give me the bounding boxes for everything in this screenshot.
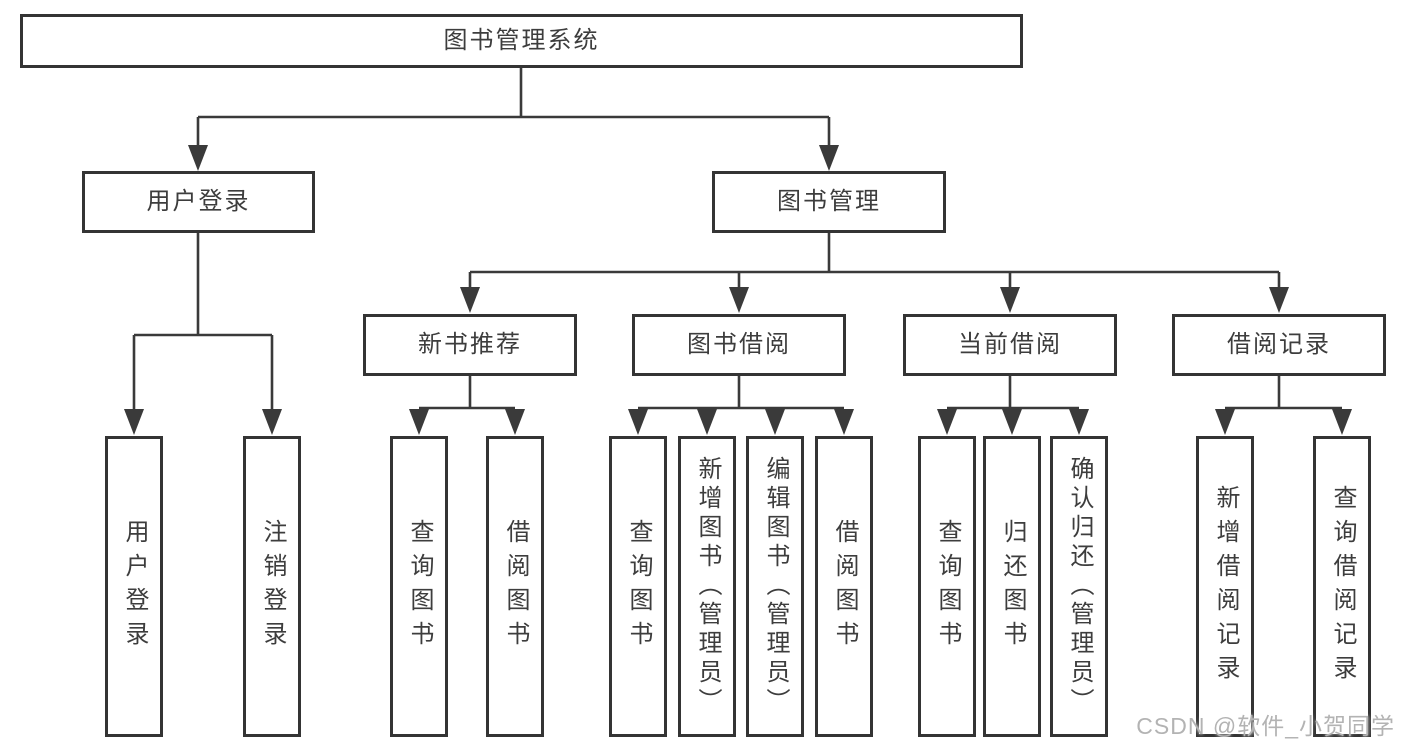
node-label: 查询图书 [625, 518, 652, 655]
leaf-borrow-books-recommend: 借阅图书 [486, 436, 544, 737]
node-label: 新增图书（管理员） [694, 456, 721, 717]
leaf-query-borrow-record: 查询借阅记录 [1313, 436, 1371, 737]
node-label: 查询图书 [406, 518, 433, 655]
node-label: 查询图书 [934, 518, 961, 655]
leaf-return-books: 归还图书 [983, 436, 1041, 737]
node-label: 图书管理系统 [443, 27, 600, 54]
node-label: 归还图书 [999, 518, 1026, 655]
node-label: 查询借阅记录 [1329, 484, 1356, 689]
leaf-borrow-books: 借阅图书 [815, 436, 873, 737]
node-label: 借阅图书 [502, 518, 529, 655]
leaf-query-books-current: 查询图书 [918, 436, 976, 737]
node-user-login: 用户登录 [82, 171, 315, 233]
node-label: 借阅图书 [831, 518, 858, 655]
leaf-logout-login: 注销登录 [243, 436, 301, 737]
node-library-management-system: 图书管理系统 [20, 14, 1023, 68]
node-label: 编辑图书（管理员） [762, 456, 789, 717]
leaf-add-borrow-record: 新增借阅记录 [1196, 436, 1254, 737]
csdn-watermark: CSDN @软件_小贺同学 [1136, 713, 1395, 739]
node-label: 用户登录 [121, 518, 148, 655]
node-label: 借阅记录 [1227, 331, 1331, 358]
node-label: 图书借阅 [687, 331, 791, 358]
leaf-query-books-borrow: 查询图书 [609, 436, 667, 737]
node-current-borrow: 当前借阅 [903, 314, 1117, 376]
leaf-add-book-admin: 新增图书（管理员） [678, 436, 736, 737]
node-book-management: 图书管理 [712, 171, 946, 233]
node-label: 用户登录 [146, 188, 251, 215]
leaf-query-books-recommend: 查询图书 [390, 436, 448, 737]
leaf-user-login: 用户登录 [105, 436, 163, 737]
node-label: 新增借阅记录 [1212, 484, 1239, 689]
node-label: 图书管理 [777, 188, 881, 215]
node-label: 确认归还（管理员） [1066, 456, 1093, 717]
node-label: 注销登录 [259, 518, 286, 655]
node-label: 新书推荐 [418, 331, 522, 358]
leaf-edit-book-admin: 编辑图书（管理员） [746, 436, 804, 737]
node-label: 当前借阅 [958, 331, 1062, 358]
arrowheads [124, 145, 1352, 435]
node-new-book-recommend: 新书推荐 [363, 314, 577, 376]
leaf-confirm-return-admin: 确认归还（管理员） [1050, 436, 1108, 737]
node-borrow-records: 借阅记录 [1172, 314, 1386, 376]
node-book-borrow: 图书借阅 [632, 314, 846, 376]
